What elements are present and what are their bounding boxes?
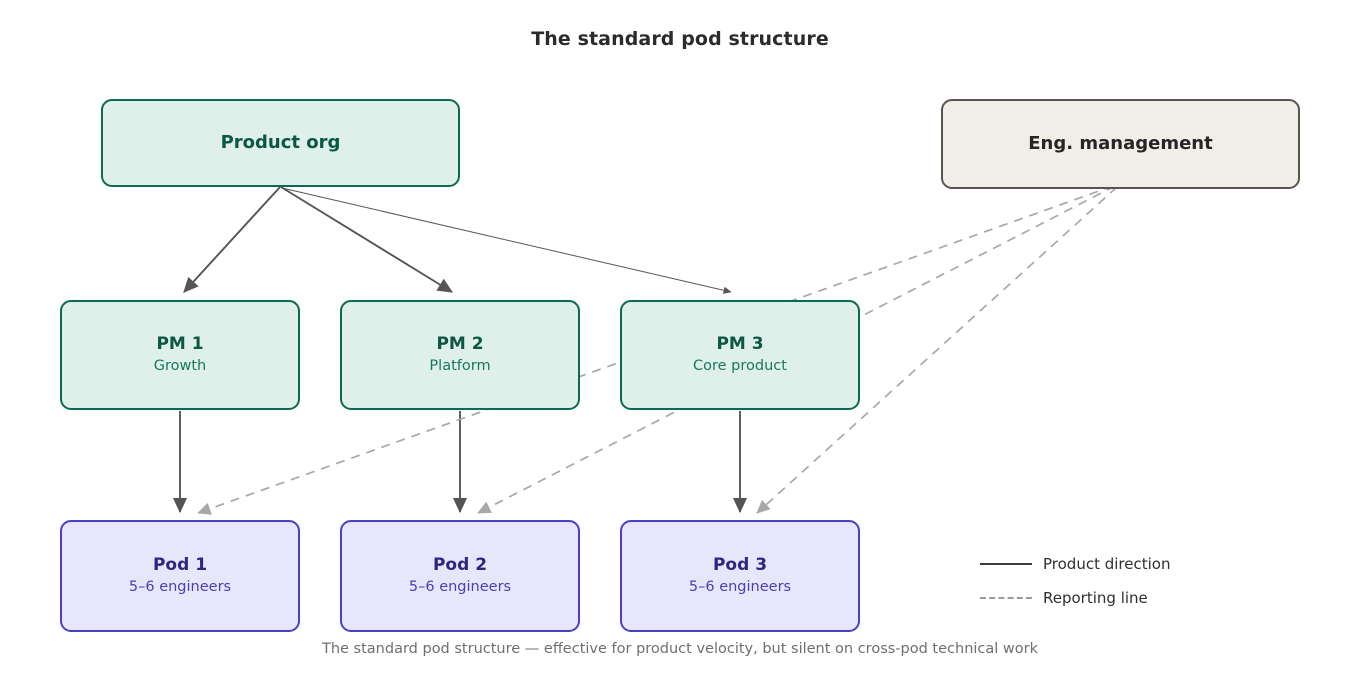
legend-item-product-direction: Product direction (980, 547, 1170, 581)
node-pod-2[interactable]: Pod 2 5–6 engineers (340, 520, 580, 632)
node-pm-1-subtitle: Growth (153, 357, 207, 374)
node-eng-management[interactable]: Eng. management (941, 99, 1300, 189)
solid-line-icon (980, 563, 1032, 565)
node-product-org-title: Product org (220, 131, 341, 153)
node-pod-1-subtitle: 5–6 engineers (128, 578, 232, 595)
node-pod-3[interactable]: Pod 3 5–6 engineers (620, 520, 860, 632)
node-pod-3-subtitle: 5–6 engineers (688, 578, 792, 595)
node-pm-1-title: PM 1 (156, 334, 204, 355)
node-pod-1[interactable]: Pod 1 5–6 engineers (60, 520, 300, 632)
node-pm-3-subtitle: Core product (693, 357, 787, 374)
legend-item-reporting-line: Reporting line (980, 581, 1170, 615)
node-pm-3[interactable]: PM 3 Core product (620, 300, 860, 410)
legend: Product direction Reporting line (980, 547, 1170, 615)
node-eng-management-title: Eng. management (1028, 132, 1213, 154)
dashed-line-icon (980, 597, 1032, 599)
node-pm-2[interactable]: PM 2 Platform (340, 300, 580, 410)
edge-product-org-to-pm-2 (280, 186, 453, 293)
node-pod-2-title: Pod 2 (432, 555, 488, 576)
edge-eng-management-to-pod-3 (756, 186, 1118, 514)
node-pm-1[interactable]: PM 1 Growth (60, 300, 300, 410)
node-product-org[interactable]: Product org (101, 99, 460, 187)
legend-label-reporting-line: Reporting line (1043, 589, 1148, 607)
edge-product-org-to-pm-1 (183, 186, 281, 293)
legend-label-product-direction: Product direction (1043, 555, 1171, 573)
node-pod-1-title: Pod 1 (152, 555, 208, 576)
diagram-caption: The standard pod structure — effective f… (321, 641, 1038, 657)
node-pm-3-title: PM 3 (716, 334, 764, 355)
node-pod-3-title: Pod 3 (712, 555, 768, 576)
node-pod-2-subtitle: 5–6 engineers (408, 578, 512, 595)
node-pm-2-title: PM 2 (436, 334, 484, 355)
edge-product-org-to-pm-3 (281, 187, 732, 294)
edge-group-product-direction (172, 186, 748, 514)
page-title: The standard pod structure (531, 28, 829, 50)
node-pm-2-subtitle: Platform (429, 357, 491, 374)
